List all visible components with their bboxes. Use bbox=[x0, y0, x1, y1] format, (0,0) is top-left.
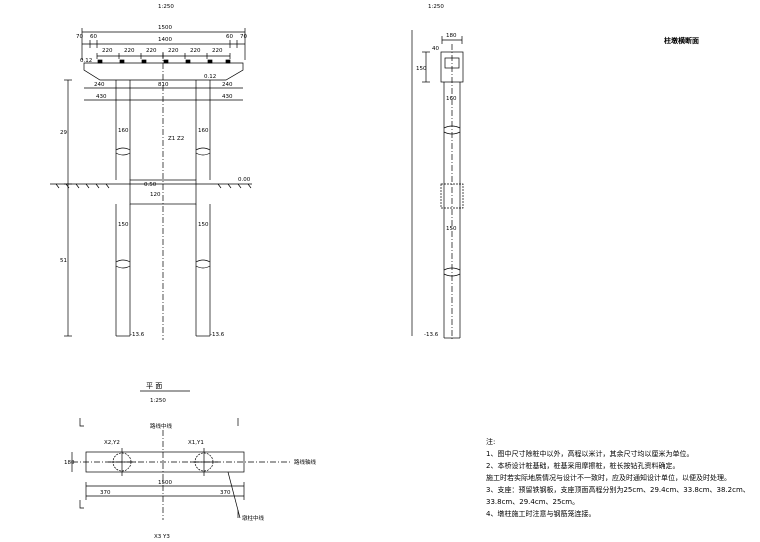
note-6: 4、墩柱施工时注意与钢筋笼连接。 bbox=[486, 510, 596, 518]
col-upper-right: 160 bbox=[198, 128, 209, 134]
tie-beam bbox=[129, 179, 197, 205]
right-step-dim: 60 bbox=[226, 34, 233, 40]
plan-height-dim: 180 bbox=[64, 460, 75, 466]
right-end-dim: 70 bbox=[240, 34, 247, 40]
beam-dim-middle: 810 bbox=[158, 82, 169, 88]
note-4: 3、支座：预留铁钢板，支座顶面高程分别为25cm、29.4cm、33.8cm、3… bbox=[486, 486, 750, 494]
side-mid: 150 bbox=[446, 226, 457, 232]
left-step-dim: 60 bbox=[90, 34, 97, 40]
plan-marker-left: X2,Y2 bbox=[104, 440, 120, 446]
left-scale: 1:250 bbox=[158, 4, 174, 10]
overall-dim-text: 1500 bbox=[158, 25, 172, 31]
pier-axis-label: 墩柱中线 bbox=[242, 514, 265, 522]
side-cap-height: 150 bbox=[416, 66, 427, 72]
beam-dim-left: 240 bbox=[94, 82, 105, 88]
bearing-dim-2: 220 bbox=[124, 48, 135, 54]
right-scale: 1:250 bbox=[428, 4, 444, 10]
bearing-pads bbox=[97, 59, 231, 64]
col-lower-left: 150 bbox=[118, 222, 129, 228]
plan-marker-right: X1,Y1 bbox=[188, 440, 204, 446]
plan-title: 平 面 bbox=[146, 382, 162, 390]
plan-scale: 1:250 bbox=[150, 398, 166, 404]
side-break-1 bbox=[443, 125, 461, 135]
side-dim-lower: 51 bbox=[60, 258, 67, 264]
break-mark-left bbox=[115, 147, 131, 156]
beam-dim-right: 240 bbox=[222, 82, 233, 88]
side-bottom: -13.6 bbox=[424, 332, 439, 338]
cap-beam bbox=[83, 62, 244, 81]
plan-axis-label: 路线轴线 bbox=[294, 458, 317, 466]
plan-right-dim: 370 bbox=[220, 490, 231, 496]
ground-hatch bbox=[55, 183, 252, 189]
bearing-dim-1: 220 bbox=[102, 48, 113, 54]
side-view-title: 柱墩横断面 bbox=[664, 37, 699, 45]
plan-bottom-note: X3 Y3 bbox=[154, 534, 170, 540]
offset-left: 430 bbox=[96, 94, 107, 100]
cap-elev-right: 0.12 bbox=[204, 74, 216, 80]
side-dim-upper: 29 bbox=[60, 130, 67, 136]
pile-break-left bbox=[115, 259, 131, 269]
break-mark-right bbox=[195, 147, 211, 156]
ground-level: 0.00 bbox=[238, 177, 251, 183]
col-lower-right: 150 bbox=[198, 222, 209, 228]
bearing-dim-3: 220 bbox=[146, 48, 157, 54]
plan-center-label: 路线中线 bbox=[150, 422, 173, 430]
side-tie-beam bbox=[440, 183, 464, 209]
bearing-dim-4: 220 bbox=[168, 48, 179, 54]
side-width-dim: 180 bbox=[446, 33, 457, 39]
note-2: 2、本桥设计桩基础，桩基采用摩擦桩，桩长按钻孔资料确定。 bbox=[486, 462, 680, 470]
middle-dim: 1400 bbox=[158, 37, 172, 43]
side-col-top: 160 bbox=[446, 96, 457, 102]
col-upper-left: 160 bbox=[118, 128, 129, 134]
tie-beam-elev: 0.50 bbox=[144, 182, 157, 188]
left-end-dim: 70 bbox=[76, 34, 83, 40]
plan-overall-dim: 1500 bbox=[158, 480, 172, 486]
section-marks bbox=[79, 418, 239, 518]
pile-break-right bbox=[195, 259, 211, 269]
side-cap-dim: 40 bbox=[432, 46, 439, 52]
plan-left-dim: 370 bbox=[100, 490, 111, 496]
note-5: 33.8cm、29.4cm、25cm。 bbox=[486, 498, 580, 506]
notes-block: 注: 1、图中尺寸除桩中以外，高程以米计，其余尺寸均以厘米为单位。 2、本桥设计… bbox=[486, 436, 756, 520]
note-3: 施工时若实际地质情况与设计不一致时，应及时通知设计单位，以便及时处理。 bbox=[486, 474, 731, 482]
bottom-right: -13.6 bbox=[210, 332, 225, 338]
bottom-left: -13.6 bbox=[130, 332, 145, 338]
leader-line bbox=[227, 471, 241, 519]
notes-heading: 注: bbox=[486, 438, 496, 446]
bearing-dim-5: 220 bbox=[190, 48, 201, 54]
vertical-note: Z1 Z2 bbox=[168, 136, 184, 142]
tie-beam-height: 120 bbox=[150, 192, 161, 198]
offset-right: 430 bbox=[222, 94, 233, 100]
side-break-2 bbox=[443, 267, 461, 277]
note-1: 1、图中尺寸除桩中以外，高程以米计，其余尺寸均以厘米为单位。 bbox=[486, 450, 694, 458]
cap-elev-left: 0.12 bbox=[80, 58, 92, 64]
bearing-dim-6: 220 bbox=[212, 48, 223, 54]
